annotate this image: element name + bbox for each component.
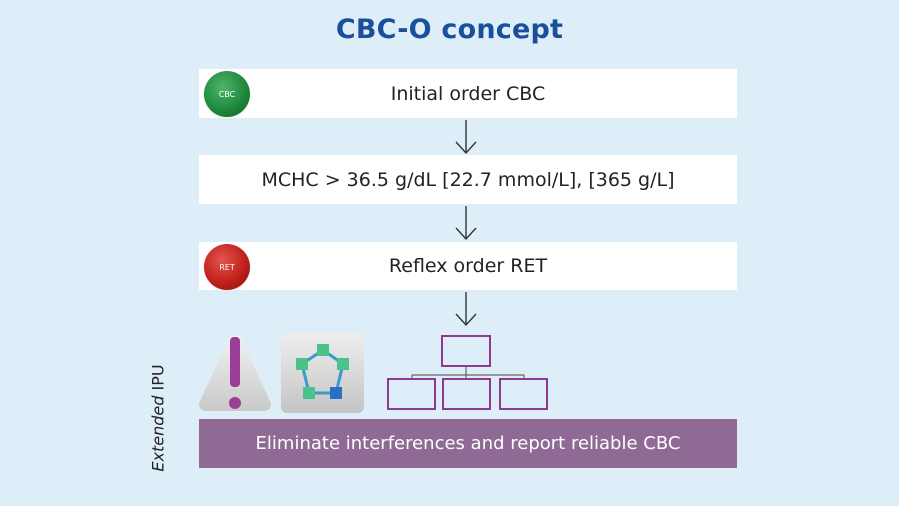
down-arrow-icon	[455, 292, 477, 327]
badge-label: RET	[219, 262, 235, 272]
badge-label: CBC	[218, 89, 236, 99]
result-bar: Eliminate interferences and report relia…	[199, 419, 737, 468]
network-icon	[281, 333, 364, 413]
result-label: Eliminate interferences and report relia…	[255, 433, 681, 454]
step-label: MCHC > 36.5 g/dL [22.7 mmol/L], [365 g/L…	[261, 168, 675, 191]
org-chart-icon	[387, 335, 548, 410]
side-label-rest: IPU	[148, 364, 168, 396]
page-title: CBC-O concept	[335, 14, 564, 45]
ret-badge-icon: RET	[204, 244, 250, 290]
step-initial-order: Initial order CBC	[199, 69, 737, 118]
extended-ipu-label: Extended IPU	[149, 364, 168, 471]
down-arrow-icon	[455, 206, 477, 241]
step-label: Reflex order RET	[388, 255, 548, 277]
step-reflex-order: Reflex order RET	[199, 242, 737, 290]
cbc-badge-icon: CBC	[204, 71, 250, 117]
side-label-italic: Extended	[148, 395, 168, 472]
step-label: Initial order CBC	[390, 82, 546, 105]
down-arrow-icon	[455, 120, 477, 155]
step-mchc-condition: MCHC > 36.5 g/dL [22.7 mmol/L], [365 g/L…	[199, 155, 737, 204]
warning-icon	[198, 335, 272, 411]
